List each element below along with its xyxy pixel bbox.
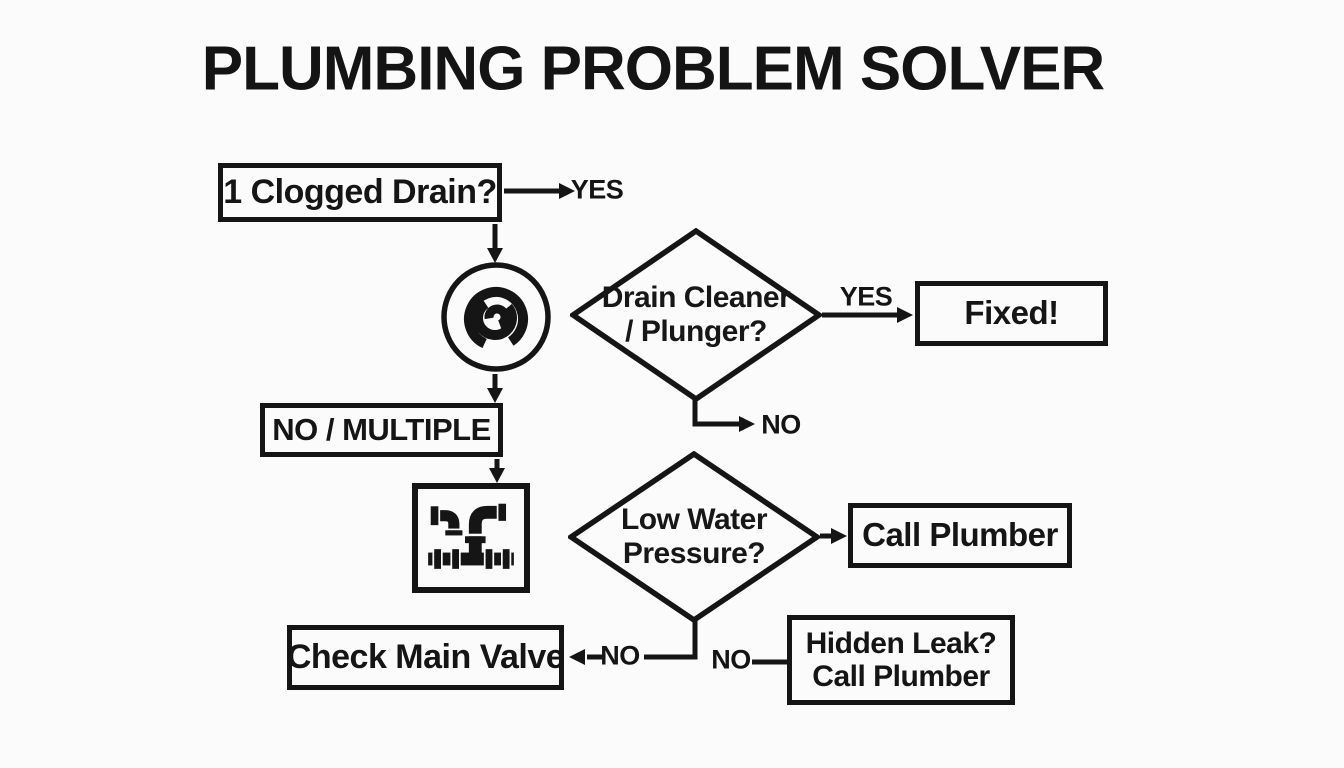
node-call-plumber: Call Plumber bbox=[848, 503, 1072, 568]
node-no-multiple: NO / MULTIPLE bbox=[260, 403, 503, 457]
edge-label-pressure-no-left: NO bbox=[600, 640, 640, 671]
node-call-plumber-label: Call Plumber bbox=[862, 516, 1058, 554]
node-clogged-drain: 1 Clogged Drain? bbox=[218, 163, 502, 222]
node-check-main-valve-label: Check Main Valve bbox=[286, 637, 565, 676]
edge-label-pressure-no-right: NO bbox=[711, 644, 751, 675]
pipe-fittings-icon bbox=[412, 483, 530, 593]
node-fixed: Fixed! bbox=[915, 281, 1108, 346]
diamond-shape bbox=[568, 451, 820, 623]
node-hidden-leak: Hidden Leak? Call Plumber bbox=[787, 615, 1015, 705]
decision-drain-cleaner: Drain Cleaner / Plunger? bbox=[570, 228, 822, 402]
edge-label-cleaner-yes: YES bbox=[839, 281, 893, 312]
node-fixed-label: Fixed! bbox=[964, 294, 1059, 332]
edge-label-clogged-yes: YES bbox=[570, 174, 624, 205]
decision-drain-cleaner-label: Drain Cleaner / Plunger? bbox=[601, 280, 791, 349]
node-no-multiple-label: NO / MULTIPLE bbox=[272, 411, 491, 447]
node-hidden-leak-label: Hidden Leak? Call Plumber bbox=[805, 627, 997, 693]
node-check-main-valve: Check Main Valve bbox=[286, 625, 565, 690]
decision-low-water-pressure-label: Low Water Pressure? bbox=[620, 502, 768, 571]
diamond-shape bbox=[570, 228, 822, 402]
edge-label-cleaner-no: NO bbox=[761, 409, 801, 440]
diagram-title: PLUMBING PROBLEM SOLVER bbox=[201, 34, 1105, 104]
node-clogged-drain-label: 1 Clogged Drain? bbox=[223, 172, 497, 211]
drain-swirl-icon bbox=[440, 261, 552, 373]
decision-low-water-pressure: Low Water Pressure? bbox=[568, 451, 820, 623]
